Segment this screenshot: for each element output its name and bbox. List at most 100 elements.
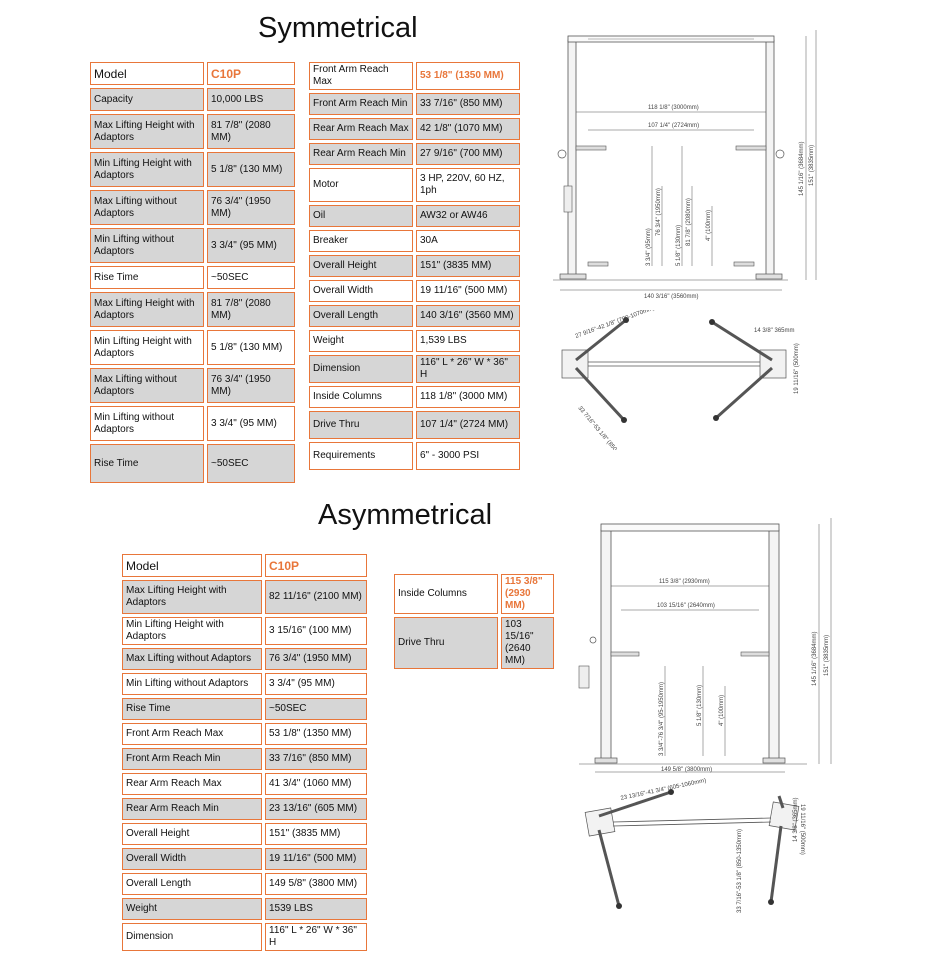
asym-top-col: 14 3/8" (365mm) (793, 798, 799, 842)
spec-label: Capacity (90, 88, 204, 111)
spec-row: Rise Time~50SEC (90, 444, 295, 483)
symmetrical-title: Symmetrical (258, 12, 418, 44)
spec-value: AW32 or AW46 (416, 205, 520, 227)
sym-top-col: 14 3/8" 365mm (754, 328, 795, 334)
spec-value: 19 11/16" (500 MM) (416, 280, 520, 302)
spec-value: 151" (3835 MM) (416, 255, 520, 277)
spec-label: Overall Width (309, 280, 413, 302)
asym-dim-lift1: 3 3/4"-76 3/4" (95-1950mm) (659, 682, 665, 756)
spec-label: Min Lifting without Adaptors (90, 406, 204, 441)
spec-value: 140 3/16" (3560 MM) (416, 305, 520, 327)
spec-value: 82 11/16" (2100 MM) (265, 580, 367, 614)
spec-label: Dimension (309, 355, 413, 383)
spec-value: 1,539 LBS (416, 330, 520, 352)
spec-label: Overall Height (122, 823, 262, 845)
asym-top-front: 33 7/16"-53 1/8" (850-1350mm) (737, 829, 743, 913)
spec-value: 5 1/8" (130 MM) (207, 152, 295, 187)
spec-value: 6" - 3000 PSI (416, 442, 520, 470)
spec-value: C10P (265, 554, 367, 577)
spec-label: Rear Arm Reach Max (122, 773, 262, 795)
spec-value: 76 3/4" (1950 MM) (265, 648, 367, 670)
sym-dim-base: 140 3/16" (3560mm) (644, 294, 699, 300)
spec-value: 76 3/4" (1950 MM) (207, 368, 295, 403)
spec-label: Overall Height (309, 255, 413, 277)
sym-dim-inside: 118 1/8" (3000mm) (648, 105, 699, 111)
spec-value: 81 7/8" (2080 MM) (207, 114, 295, 149)
spec-label: Breaker (309, 230, 413, 252)
spec-label: Front Arm Reach Max (122, 723, 262, 745)
spec-value: 151" (3835 MM) (265, 823, 367, 845)
spec-label: Weight (309, 330, 413, 352)
spec-label: Overall Length (122, 873, 262, 895)
asymmetrical-top-diagram: 23 13/16"-41 3/4" (605-1060mm) 33 7/16"-… (584, 778, 805, 913)
spec-value: 10,000 LBS (207, 88, 295, 111)
spec-label: Max Lifting without Adaptors (90, 190, 204, 225)
spec-value: 33 7/16" (850 MM) (265, 748, 367, 770)
asym-dim-inside: 115 3/8" (2930mm) (659, 579, 710, 585)
spec-value: 3 15/16" (100 MM) (265, 617, 367, 645)
spec-label: Max Lifting Height with Adaptors (122, 580, 262, 614)
spec-label: Drive Thru (309, 411, 413, 439)
spec-value: 107 1/4" (2724 MM) (416, 411, 520, 439)
spec-label: Weight (122, 898, 262, 920)
spec-value: 53 1/8" (1350 MM) (416, 62, 520, 90)
spec-value: 53 1/8" (1350 MM) (265, 723, 367, 745)
spec-label: Min Lifting Height with Adaptors (122, 617, 262, 645)
spec-label: Min Lifting Height with Adaptors (90, 330, 204, 365)
asym-dim-h2: 151" (3835mm) (824, 635, 830, 676)
spec-value: 116" L * 26" W * 36" H (416, 355, 520, 383)
spec-label: Overall Width (122, 848, 262, 870)
asymmetrical-title: Asymmetrical (318, 499, 493, 531)
sym-top-width: 19 11/16" (500mm) (794, 343, 800, 394)
spec-label: Overall Length (309, 305, 413, 327)
spec-label: Max Lifting Height with Adaptors (90, 114, 204, 149)
spec-label: Rise Time (90, 444, 204, 483)
spec-value: ~50SEC (265, 698, 367, 720)
spec-row: Rise Time~50SEC (90, 266, 295, 289)
spec-label: Model (90, 62, 204, 85)
spec-value: 27 9/16" (700 MM) (416, 143, 520, 165)
spec-value: 3 HP, 220V, 60 HZ, 1ph (416, 168, 520, 202)
sym-dim-lift4: 81 7/8" (2080mm) (686, 198, 692, 246)
spec-value: ~50SEC (207, 444, 295, 483)
symmetrical-top-diagram: 27 9/16"-42 1/8" (700-1070mm) 33 7/16"-5… (561, 310, 800, 450)
spec-value: 5 1/8" (130 MM) (207, 330, 295, 365)
spec-value: 42 1/8" (1070 MM) (416, 118, 520, 140)
asym-dim-base: 149 5/8" (3800mm) (661, 767, 712, 773)
spec-label: Max Lifting without Adaptors (90, 368, 204, 403)
spec-label: Min Lifting without Adaptors (122, 673, 262, 695)
spec-value: 76 3/4" (1950 MM) (207, 190, 295, 225)
spec-value: 116" L * 26" W * 36" H (265, 923, 367, 951)
spec-label: Max Lifting without Adaptors (122, 648, 262, 670)
